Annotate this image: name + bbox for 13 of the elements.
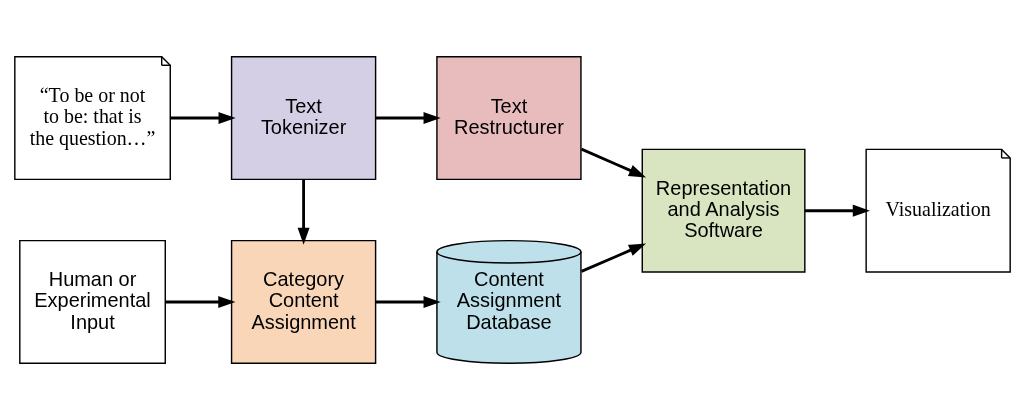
arrow [297,179,310,245]
arrow [165,295,236,308]
arrow [375,295,441,308]
arrow [580,243,647,273]
arrow [580,147,647,178]
node-box: Text Tokenizer [230,56,377,181]
node-box: Category Content Assignment [230,239,377,364]
arrow [375,112,441,125]
arrow [170,112,236,125]
node-box: Text Restructurer [436,56,582,181]
node-box: Human or Experimental Input [19,239,166,364]
arrow [805,204,870,217]
node-box: Representation and Analysis Software [641,148,806,273]
